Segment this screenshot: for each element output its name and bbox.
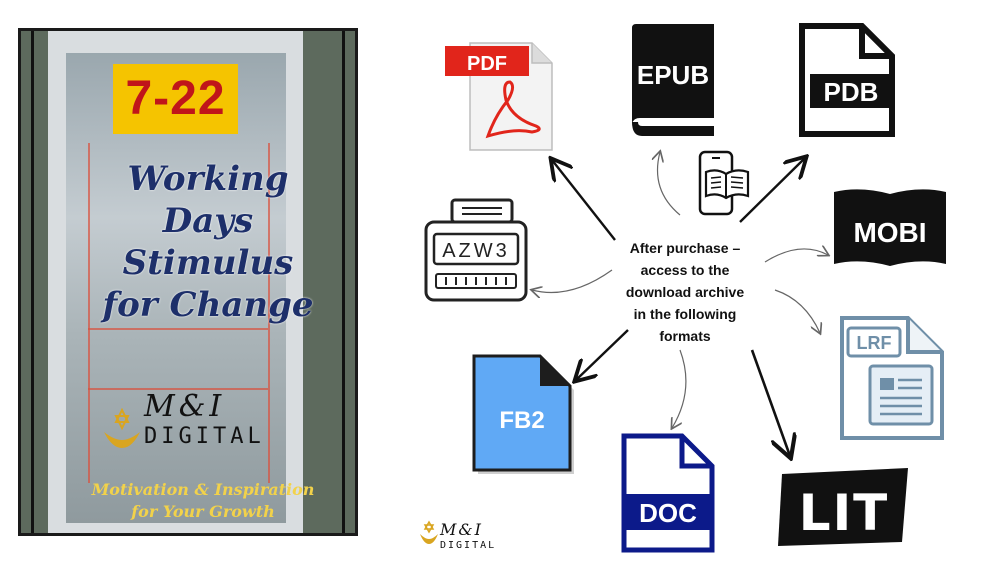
arrow-to-mobi [764, 249, 828, 263]
cover-title-line: Days [162, 201, 254, 241]
cover-title-line: Stimulus [122, 243, 294, 283]
arrow-to-lrf [774, 289, 820, 333]
cover-title-line: for Change [102, 285, 314, 325]
lit-icon: LIT [778, 468, 908, 546]
arrow-to-azw3 [532, 269, 613, 293]
cover-brand: M&I [144, 389, 226, 424]
cover-title-line: Working [127, 159, 289, 199]
cover-title: Working Days Stimulus for Change [78, 158, 338, 326]
epub-icon: EPUB [632, 24, 714, 136]
cover-tagline-line: for Your Growth [131, 502, 275, 521]
mobi-label: MOBI [853, 217, 926, 248]
pdb-label: PDB [824, 77, 879, 107]
purchase-info-line: access to the [640, 262, 730, 278]
footer-brand-sub: DIGITAL [440, 540, 497, 551]
arrow-to-doc [672, 349, 687, 428]
pdf-icon: PDF [445, 42, 553, 151]
book-cover: 7-22 Working Days Stimulus for Change M&… [18, 28, 358, 536]
arrow-to-pdf [552, 160, 616, 241]
pdb-icon: PDB [799, 23, 895, 137]
lrf-icon: LRF [840, 316, 944, 440]
arrow-to-fb2 [576, 329, 629, 380]
cover-tagline-line: Motivation & Inspiration [91, 480, 315, 499]
doc-label: DOC [639, 498, 697, 528]
fb2-icon: FB2 [472, 354, 574, 474]
azw3-label: AZW3 [442, 240, 510, 262]
purchase-info-line: formats [659, 328, 711, 344]
cover-brand-sub: DIGITAL [144, 424, 265, 449]
phone-book-icon [698, 150, 750, 216]
arrow-to-lit [750, 349, 790, 456]
purchase-info-text: After purchase – access to the download … [610, 237, 760, 347]
pdf-label: PDF [467, 53, 507, 75]
mobi-icon: MOBI [834, 189, 946, 266]
purchase-info-line: After purchase – [629, 240, 741, 256]
footer-brand: M&I [440, 520, 483, 539]
purchase-info-line: in the following [633, 306, 737, 322]
epub-label: EPUB [637, 60, 709, 90]
star-hands-icon [104, 408, 140, 448]
cover-tagline: Motivation & Inspiration for Your Growth [78, 479, 328, 523]
fb2-label: FB2 [499, 407, 544, 434]
arrow-to-epub [658, 152, 681, 216]
doc-icon: DOC [621, 433, 715, 553]
azw3-icon: AZW3 [424, 198, 528, 302]
lrf-label: LRF [857, 333, 892, 353]
arrow-to-pdb [739, 158, 805, 223]
purchase-info-line: download archive [625, 284, 745, 300]
lit-label: LIT [799, 484, 890, 542]
star-hands-small-icon [420, 520, 438, 544]
cover-sign: 7-22 [113, 64, 238, 134]
